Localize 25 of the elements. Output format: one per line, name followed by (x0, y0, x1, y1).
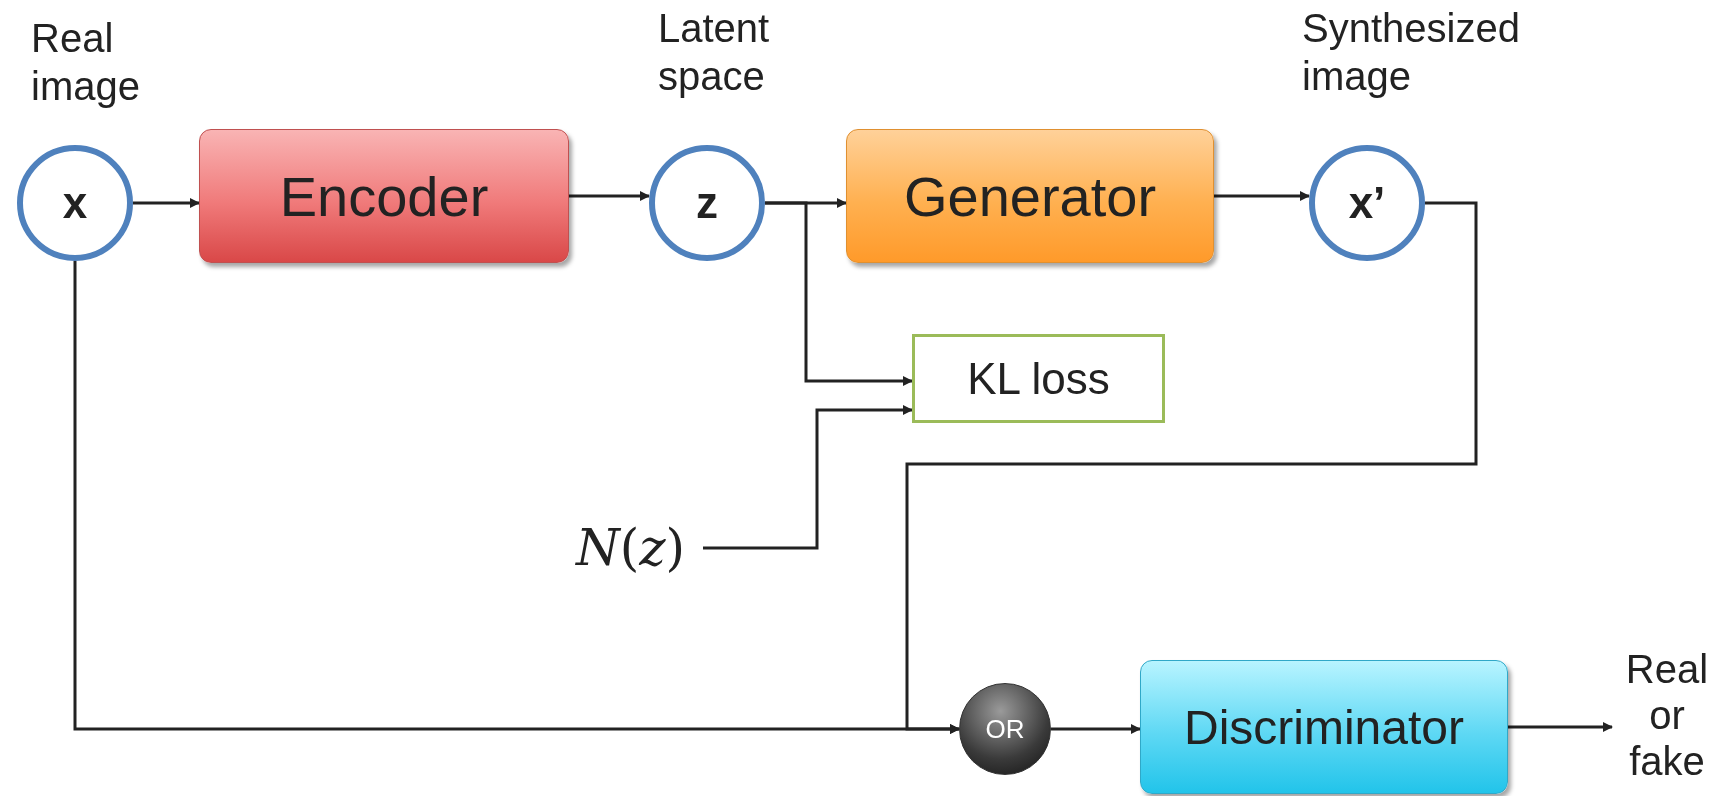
loss-box (912, 334, 1165, 423)
math-label: N(z) (558, 515, 703, 581)
arrow (1508, 722, 1613, 732)
arrow (569, 191, 650, 201)
process-box (199, 129, 569, 263)
process-box (846, 129, 1214, 263)
node-label: Discriminator (1184, 699, 1464, 755)
node-label: x (62, 178, 88, 228)
node-caption: Latent space (658, 5, 771, 100)
arrow (703, 405, 913, 550)
node-label: x’ (1348, 178, 1386, 228)
arrow (1214, 191, 1310, 201)
node-caption: Real image (31, 15, 141, 110)
node-label: KL loss (967, 353, 1110, 404)
arrow (765, 201, 913, 386)
node-label: Generator (903, 163, 1157, 229)
node-label: Encoder (279, 163, 489, 229)
arrow (1051, 724, 1141, 734)
process-box (1140, 660, 1508, 794)
node-label: OR (985, 713, 1025, 745)
arrow (133, 198, 200, 208)
node-label: z (696, 178, 718, 228)
output-label: Real or fake (1612, 636, 1722, 794)
arrow (905, 201, 1478, 734)
node-caption: Synthesized image (1302, 5, 1521, 100)
